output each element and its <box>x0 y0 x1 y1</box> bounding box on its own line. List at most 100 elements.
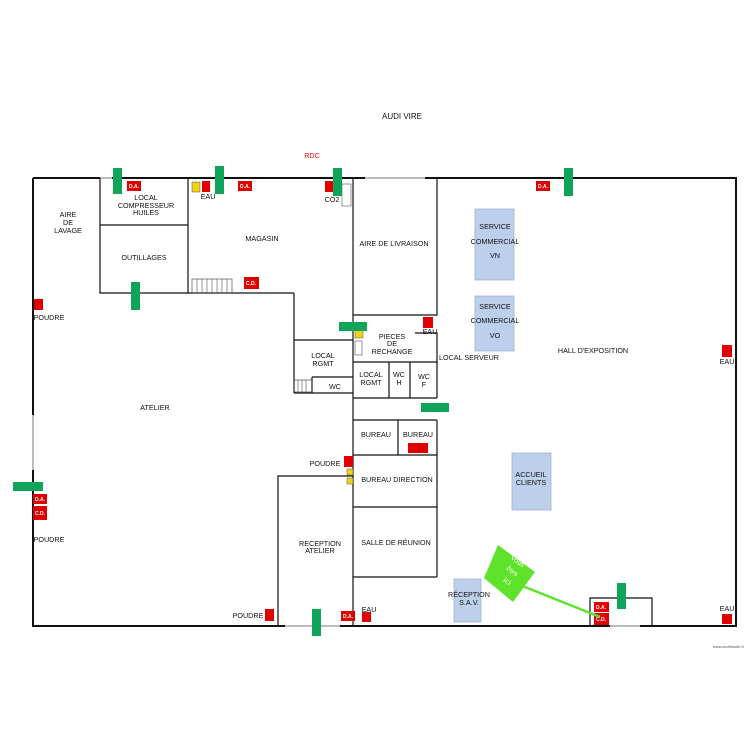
svg-text:D.A.: D.A. <box>596 605 607 611</box>
exit-sign-icon <box>564 168 573 196</box>
da-tag: D.A. <box>33 494 47 504</box>
room-bureau-direction: BUREAU DIRECTION <box>361 475 432 484</box>
svg-text:D.A.: D.A. <box>129 184 140 190</box>
room-compresseur-1: LOCAL <box>134 193 158 202</box>
da-tag: D.A. <box>341 611 355 621</box>
da-tags: D.A. D.A. D.A. D.A. D.A. D.A. <box>33 181 609 621</box>
room-compresseur-2: COMPRESSEUR <box>118 201 174 210</box>
room-outillages: OUTILLAGES <box>121 253 166 262</box>
room-service-vo-1: SERVICE <box>479 302 511 311</box>
svg-text:C.D.: C.D. <box>35 511 46 517</box>
cd-tags: C.D. C.D. C.D. <box>33 277 609 625</box>
da-tag: D.A. <box>536 181 550 191</box>
eau-label: EAU <box>720 604 735 613</box>
level-label: RDC <box>304 151 320 160</box>
room-aire-livraison: AIRE DE LIVRAISON <box>359 239 428 248</box>
exit-sign-icon <box>312 609 321 636</box>
extinguisher-icon <box>423 317 433 328</box>
eau-label: EAU <box>362 605 377 614</box>
eau-label: EAU <box>201 192 216 201</box>
room-service-vn-1: SERVICE <box>479 222 511 231</box>
da-tag: D.A. <box>238 181 252 191</box>
room-pieces-1: PIECES <box>379 332 406 341</box>
safety-labels: EAU EAU EAU EAU EAU CO2 POUDRE POUDRE PO… <box>34 192 735 620</box>
room-reception-atelier-2: ATELIER <box>305 546 334 555</box>
room-local-serveur: LOCAL SERVEUR <box>439 353 499 362</box>
room-accueil-1: ACCUEIL <box>515 470 546 479</box>
room-atelier: ATELIER <box>140 403 169 412</box>
room-wc: WC <box>329 382 341 391</box>
exit-sign-icon <box>215 166 224 194</box>
room-aire-lavage-1: AIRE <box>60 210 77 219</box>
extinguisher-icon <box>34 299 43 310</box>
da-tag: D.A. <box>594 602 609 612</box>
room-service-vo-3: VO <box>490 331 501 340</box>
extinguisher-icon <box>325 181 333 192</box>
room-bureau-2: BUREAU <box>403 430 433 439</box>
poudre-label: POUDRE <box>34 313 65 322</box>
exit-sign-icon <box>421 403 449 412</box>
eau-label: EAU <box>423 327 438 336</box>
panel-icon <box>354 329 364 339</box>
extinguisher-icon <box>362 612 371 622</box>
da-tag: D.A. <box>127 181 141 191</box>
svg-text:C.D.: C.D. <box>596 617 607 623</box>
poudre-label: POUDRE <box>233 611 264 620</box>
room-local-rgmt-2b: RGMT <box>360 378 382 387</box>
room-magasin: MAGASIN <box>245 234 278 243</box>
extinguisher-icon <box>722 614 732 624</box>
room-bureau-1: BUREAU <box>361 430 391 439</box>
eau-label: EAU <box>720 357 735 366</box>
room-pieces-3: RECHANGE <box>372 347 413 356</box>
room-salle-reunion: SALLE DE RÉUNION <box>361 538 431 547</box>
panel-icon <box>346 477 354 485</box>
extinguisher-icon <box>344 456 353 467</box>
exit-sign-icon <box>113 168 122 194</box>
exit-sign-icon <box>13 482 43 491</box>
room-reception-atelier-1: RECEPTION <box>299 539 341 548</box>
tgbt-panel <box>341 183 352 207</box>
extinguisher-icon <box>722 345 732 357</box>
room-local-rgmt-2a: LOCAL <box>359 370 383 379</box>
alarm-panel <box>408 443 428 453</box>
room-local-rgmt-1b: RGMT <box>312 359 334 368</box>
exit-signs <box>13 166 626 636</box>
reception-sav-zone <box>453 578 482 623</box>
room-service-vn-3: VN <box>490 251 500 260</box>
room-aire-lavage-2: DE <box>63 218 73 227</box>
room-service-vn-2: COMMERCIAL <box>471 237 520 246</box>
accueil-zone <box>511 452 552 511</box>
extinguisher-icons <box>34 181 732 624</box>
room-local-rgmt-1a: LOCAL <box>311 351 335 360</box>
exit-sign-icon <box>333 168 342 196</box>
poudre-label: POUDRE <box>34 535 65 544</box>
room-wc-h-2: H <box>396 378 401 387</box>
you-are-here-marker: Vous êtes ici <box>484 545 601 619</box>
room-reception-sav-2: S.A.V. <box>459 598 479 607</box>
extinguisher-icon <box>202 181 210 192</box>
svg-text:D.A.: D.A. <box>240 184 251 190</box>
staircase <box>191 278 233 294</box>
exit-sign-icon <box>617 583 626 609</box>
plan-title: AUDI VIRE <box>382 112 422 121</box>
cd-tag: C.D. <box>33 506 47 520</box>
room-wc-f-2: F <box>422 380 427 389</box>
tgbt-panel <box>354 340 363 356</box>
room-service-vo-2: COMMERCIAL <box>471 316 520 325</box>
room-aire-lavage-3: LAVAGE <box>54 226 82 235</box>
room-wc-f-1: WC <box>418 372 430 381</box>
svg-text:C.D.: C.D. <box>246 281 257 287</box>
panel-icon <box>346 468 354 476</box>
panel-icon <box>191 181 201 193</box>
electrical-panels <box>191 181 428 485</box>
room-pieces-2: DE <box>387 339 397 348</box>
room-reception-sav-1: RÉCEPTION <box>448 590 490 599</box>
poudre-label: POUDRE <box>310 459 341 468</box>
extinguisher-icon <box>265 609 274 621</box>
room-accueil-2: CLIENTS <box>516 478 547 487</box>
credit-text: www.archifacile.fr <box>713 644 745 649</box>
exit-sign-icon <box>339 322 367 331</box>
svg-text:D.A.: D.A. <box>35 497 46 503</box>
svg-text:D.A.: D.A. <box>538 184 549 190</box>
